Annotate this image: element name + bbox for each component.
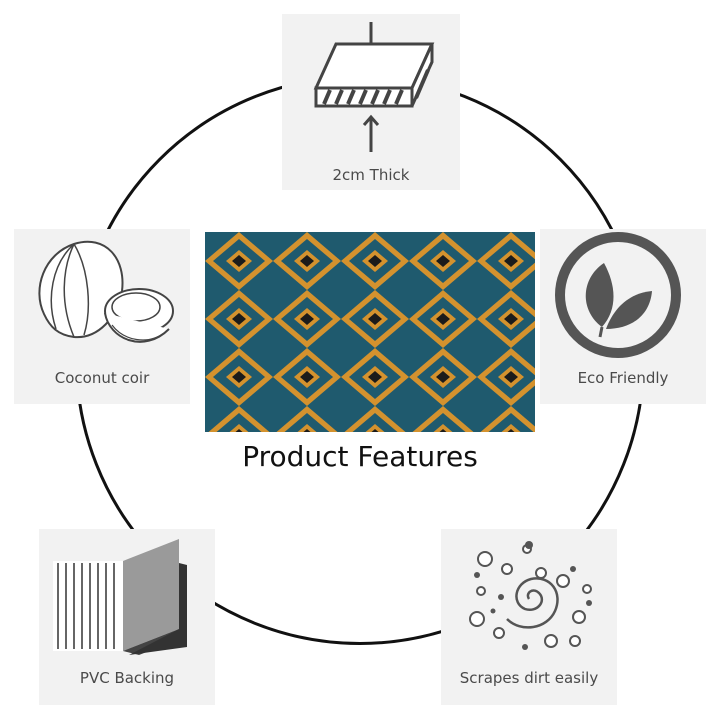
- feature-label-coconut: Coconut coir: [54, 369, 150, 387]
- feature-label-scrape: Scrapes dirt easily: [459, 669, 599, 687]
- feature-label-thick: 2cm Thick: [332, 166, 410, 184]
- feature-card-scrape: Scrapes dirt easily: [441, 529, 617, 705]
- pvc-backing-icon: [53, 539, 187, 655]
- doormat-image: [205, 232, 535, 432]
- feature-card-coconut: Coconut coir: [14, 229, 190, 404]
- feature-label-pvc: PVC Backing: [79, 669, 175, 687]
- compression-board-icon: [313, 22, 435, 152]
- coconut-icon: [38, 240, 174, 343]
- feature-card-thick: 2cm Thick: [282, 14, 460, 190]
- feature-label-eco: Eco Friendly: [577, 369, 669, 387]
- feature-card-pvc: PVC Backing: [39, 529, 215, 705]
- leaf-circle-icon: [555, 232, 681, 358]
- dirt-swirl-icon: [469, 541, 592, 650]
- section-title: Product Features: [242, 440, 478, 473]
- feature-card-eco: Eco Friendly: [540, 229, 706, 404]
